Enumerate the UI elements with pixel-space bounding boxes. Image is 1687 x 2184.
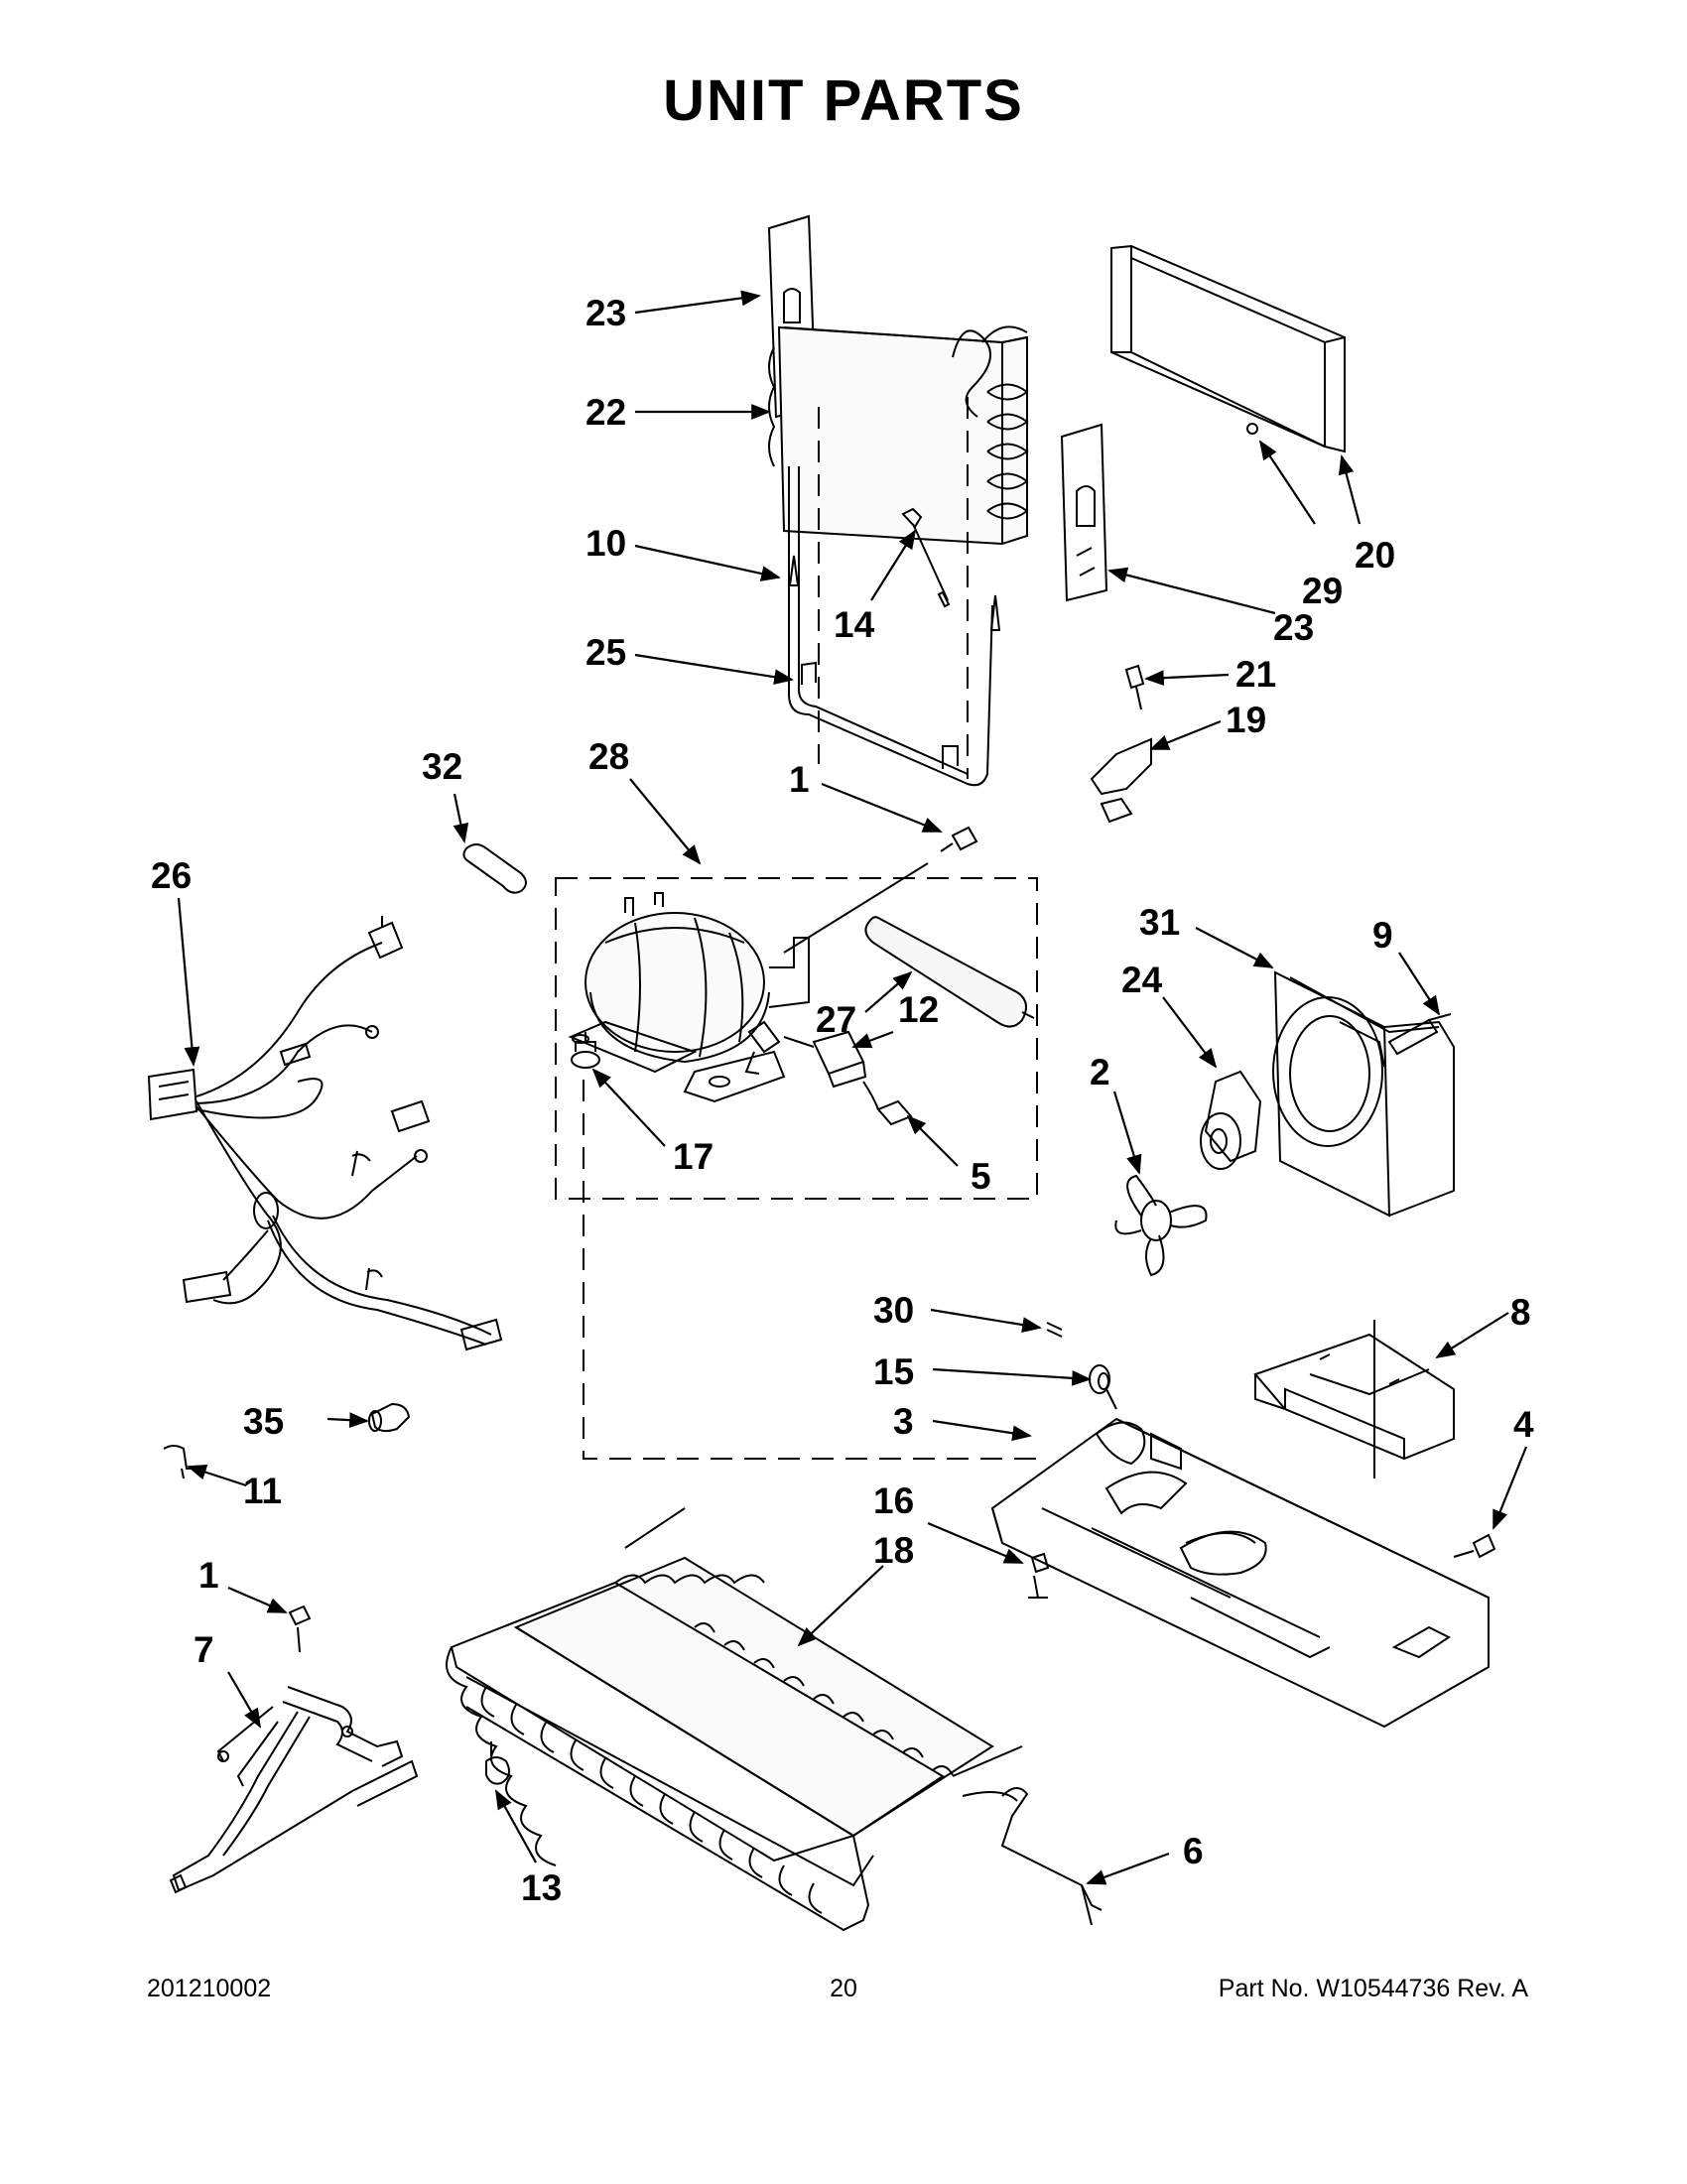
callout-6: 6 — [1183, 1831, 1204, 1871]
bracket-19 — [1090, 737, 1152, 824]
base-plate-3 — [990, 1417, 1490, 1729]
footer-page-number: 20 — [830, 1975, 857, 2002]
callout-2: 2 — [1090, 1052, 1110, 1092]
callout-18: 18 — [873, 1530, 914, 1571]
callout-16: 16 — [873, 1480, 914, 1521]
fan-shroud — [1272, 970, 1455, 1218]
callout-15: 15 — [873, 1351, 914, 1392]
clip-13 — [485, 1741, 511, 1785]
callout-4: 4 — [1513, 1404, 1534, 1445]
callout-3: 3 — [893, 1401, 914, 1442]
screw-1b — [288, 1605, 312, 1653]
clip-32 — [462, 843, 527, 894]
callout-23-right: 23 — [1273, 607, 1314, 648]
fan-motor-24 — [1200, 1070, 1262, 1170]
evaporator-assembly — [767, 214, 1029, 546]
callout-19: 19 — [1226, 700, 1266, 740]
grommet-15 — [1089, 1364, 1117, 1410]
callout-20: 20 — [1355, 535, 1395, 576]
callout-23-top: 23 — [585, 293, 626, 333]
tube-6 — [1000, 1787, 1103, 1926]
callout-35: 35 — [243, 1401, 284, 1442]
callout-labels: 23 22 10 14 25 20 29 23 21 19 32 28 1 26… — [151, 293, 1534, 1908]
spacer-30 — [1046, 1322, 1063, 1338]
fan-blade-2 — [1114, 1174, 1208, 1277]
callout-28: 28 — [588, 736, 629, 777]
evaporator-cover — [1110, 244, 1346, 453]
compressor — [568, 892, 810, 1103]
screw-4 — [1453, 1533, 1496, 1559]
callout-32: 32 — [422, 746, 462, 787]
callout-1-bottom: 1 — [198, 1555, 219, 1596]
wire-harness-26 — [147, 916, 503, 1351]
callout-30: 30 — [873, 1290, 914, 1331]
bushing-9 — [1387, 1013, 1452, 1056]
evaporator-bracket-right — [1060, 423, 1108, 602]
defrost-wire-harness — [788, 466, 1001, 787]
callout-22: 22 — [585, 392, 626, 433]
callout-8: 8 — [1510, 1292, 1531, 1333]
callout-9: 9 — [1372, 915, 1393, 956]
callout-14: 14 — [834, 604, 875, 645]
callout-24: 24 — [1121, 960, 1163, 1000]
callout-31: 31 — [1139, 902, 1180, 943]
callout-21: 21 — [1235, 654, 1276, 695]
thermistor — [901, 507, 951, 608]
screw-21 — [1124, 664, 1145, 710]
screw-16 — [1028, 1552, 1050, 1599]
callout-26: 26 — [151, 855, 192, 896]
callout-13: 13 — [521, 1867, 562, 1908]
drier-27 — [864, 916, 1035, 1028]
capacitor-35 — [368, 1402, 411, 1433]
callout-29: 29 — [1302, 571, 1343, 611]
overload-5 — [862, 1081, 913, 1126]
page-title: UNIT PARTS — [663, 68, 1024, 133]
callout-27: 27 — [816, 999, 856, 1040]
condenser-ribs — [480, 1622, 954, 1914]
footer-document-code: 201210002 — [147, 1975, 272, 2002]
callout-11: 11 — [243, 1471, 282, 1511]
callout-10: 10 — [585, 523, 626, 564]
wire-11 — [163, 1445, 196, 1479]
drain-pan-8 — [1253, 1320, 1455, 1478]
callout-25: 25 — [585, 632, 626, 673]
condenser-coil — [446, 1507, 1023, 1932]
footer-part-number: Part No. W10544736 Rev. A — [1218, 1975, 1528, 2002]
leader-arrows — [177, 290, 1528, 1885]
assembly-reference-lines — [583, 397, 1042, 1460]
grommet-17 — [571, 1032, 600, 1069]
callout-12: 12 — [898, 989, 939, 1030]
callout-5: 5 — [971, 1156, 991, 1197]
relay-12 — [783, 1030, 867, 1089]
callout-1-top: 1 — [789, 759, 810, 800]
callout-7: 7 — [194, 1629, 214, 1670]
screw-1a — [783, 826, 978, 954]
compressor-group-boundary — [555, 877, 1038, 1200]
callout-17: 17 — [673, 1136, 714, 1177]
harness-7 — [169, 1686, 419, 1894]
